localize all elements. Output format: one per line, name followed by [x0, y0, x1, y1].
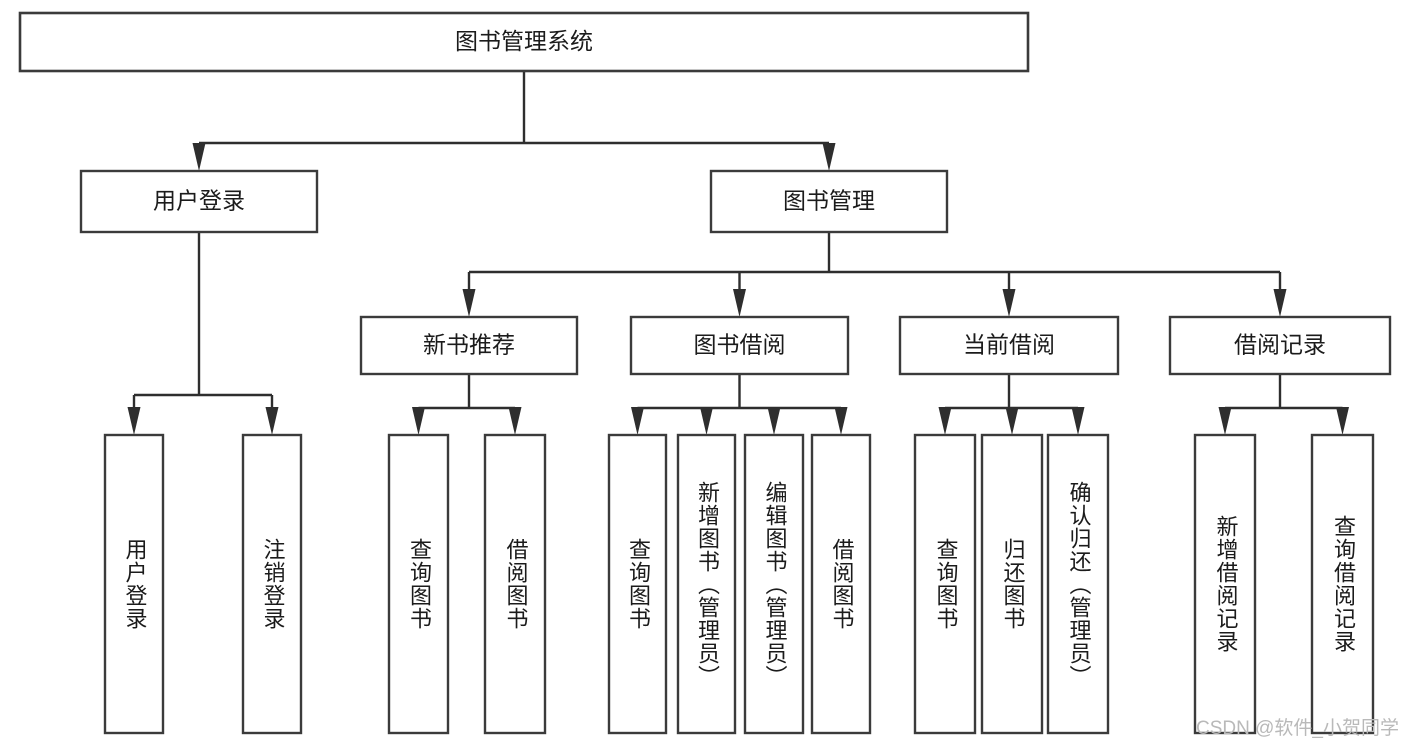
node-l3-1[interactable] [629, 315, 850, 376]
node-l3-3[interactable] [1168, 315, 1392, 376]
arrow-head-icon [265, 407, 279, 435]
node-l3-1-label: 图书借阅 [694, 332, 786, 358]
boxes-layer [18, 11, 1392, 735]
node-root-system[interactable] [18, 11, 1030, 73]
node-l2-1[interactable] [709, 169, 949, 234]
arrow-head-icon [1005, 407, 1019, 435]
node-leaf-10[interactable] [1046, 433, 1110, 735]
csdn-watermark: CSDN @软件_小贺同学 [1196, 718, 1399, 739]
arrow-head-icon [1336, 407, 1349, 435]
node-l3-2[interactable] [898, 315, 1120, 376]
node-l3-0[interactable] [359, 315, 579, 376]
node-leaf-12[interactable] [1310, 433, 1375, 735]
arrow-head-icon [834, 407, 848, 435]
arrow-head-icon [733, 289, 746, 317]
node-root-system-label: 图书管理系统 [455, 28, 593, 54]
node-leaf-5[interactable] [676, 433, 737, 735]
node-l3-3-label: 借阅记录 [1234, 332, 1326, 358]
node-l2-0-label: 用户登录 [153, 188, 245, 214]
node-leaf-3[interactable] [483, 433, 547, 735]
node-l2-1-label: 图书管理 [783, 188, 875, 214]
arrow-head-icon [938, 407, 952, 435]
node-leaf-4[interactable] [607, 433, 668, 735]
arrow-head-icon [508, 407, 522, 435]
connectors-layer [127, 71, 1349, 435]
arrow-head-icon [1273, 289, 1287, 317]
node-l3-0-label: 新书推荐 [423, 332, 515, 358]
arrow-head-icon [412, 407, 425, 435]
arrow-head-icon [1002, 289, 1016, 317]
node-l2-0[interactable] [79, 169, 319, 234]
arrow-head-icon [700, 407, 713, 435]
arrow-head-icon [631, 407, 644, 435]
arrow-head-icon [1071, 407, 1085, 435]
node-leaf-0[interactable] [103, 433, 165, 735]
arrow-head-icon [1218, 407, 1232, 435]
arrow-head-icon [192, 143, 206, 171]
arrow-head-icon [767, 407, 781, 435]
node-leaf-7[interactable] [810, 433, 872, 735]
node-leaf-6[interactable] [743, 433, 805, 735]
arrow-head-icon [127, 407, 141, 435]
node-leaf-9[interactable] [980, 433, 1044, 735]
node-leaf-2[interactable] [387, 433, 450, 735]
arrow-head-icon [822, 143, 836, 171]
arrow-head-icon [462, 289, 476, 317]
node-l3-2-label: 当前借阅 [963, 332, 1055, 358]
node-leaf-11[interactable] [1193, 433, 1257, 735]
node-leaf-1[interactable] [241, 433, 303, 735]
node-leaf-8[interactable] [913, 433, 977, 735]
